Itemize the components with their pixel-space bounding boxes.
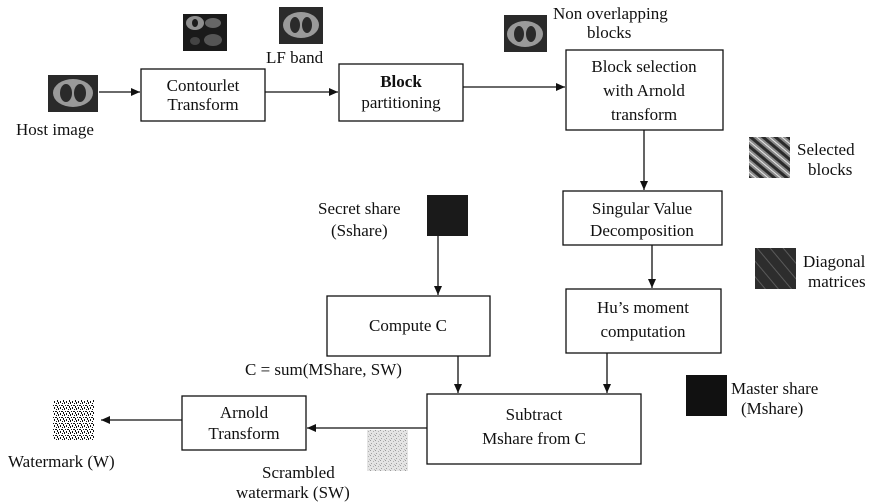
hu-moment-box: Hu’s moment computation: [565, 288, 722, 354]
contourlet-transform-box: Contourlet Transform: [140, 68, 266, 122]
block-selection-box: Block selection with Arnold transform: [565, 49, 724, 131]
contourlet-subbands-thumbnail: [183, 14, 227, 51]
arnold-label-2: Transform: [208, 424, 279, 443]
non-overlapping-label-1: Non overlapping: [553, 4, 668, 23]
hu-moment-label-1: Hu’s moment: [597, 298, 689, 317]
scrambled-watermark-label-2: watermark (SW): [236, 483, 350, 502]
non-overlapping-label-2: blocks: [587, 23, 631, 42]
selected-blocks-label-2: blocks: [808, 160, 852, 179]
diagonal-matrices-label-1: Diagonal: [803, 252, 866, 271]
host-image-thumbnail: [48, 75, 98, 112]
block-selection-label-2: with Arnold: [603, 81, 685, 100]
subtract-box: Subtract Mshare from C: [426, 393, 642, 465]
selected-blocks-thumbnail: [749, 137, 790, 178]
hu-moment-label-2: computation: [601, 322, 686, 341]
master-share-label-1: Master share: [731, 379, 818, 398]
master-share-thumbnail: [686, 375, 727, 416]
scrambled-watermark-label-1: Scrambled: [262, 463, 335, 482]
master-share-label-2: (Mshare): [741, 399, 803, 418]
svd-label-1: Singular Value: [592, 199, 692, 218]
subtract-label-2: Mshare from C: [482, 429, 586, 448]
svd-label-2: Decomposition: [590, 221, 694, 240]
compute-c-label: Compute C: [369, 316, 447, 335]
svd-box: Singular Value Decomposition: [562, 190, 723, 246]
block-partitioning-label-2: partitioning: [361, 93, 441, 112]
arnold-label-1: Arnold: [220, 403, 269, 422]
secret-share-label-1: Secret share: [318, 199, 401, 218]
lf-band-thumbnail: [279, 7, 323, 44]
compute-c-box: Compute C: [326, 295, 491, 357]
diagonal-matrices-label-2: matrices: [808, 272, 866, 291]
block-partitioning-box: Block partitioning: [338, 63, 464, 122]
secret-share-label-2: (Sshare): [331, 221, 388, 240]
scrambled-watermark-thumbnail: [367, 430, 408, 471]
contourlet-label-1: Contourlet: [167, 76, 240, 95]
host-image-label: Host image: [16, 120, 94, 139]
arnold-transform-box: Arnold Transform: [181, 395, 307, 451]
watermark-thumbnail: [53, 400, 94, 441]
watermark-label: Watermark (W): [8, 452, 115, 471]
lf-band-label: LF band: [266, 48, 324, 67]
selected-blocks-label-1: Selected: [797, 140, 855, 159]
block-selection-label-1: Block selection: [591, 57, 697, 76]
block-partitioning-label-1: Block: [380, 72, 422, 91]
diagonal-matrices-thumbnail: [755, 248, 796, 289]
c-formula-label: C = sum(MShare, SW): [245, 360, 402, 379]
secret-share-thumbnail: [427, 195, 468, 236]
subtract-label-1: Subtract: [506, 405, 563, 424]
block-selection-label-3: transform: [611, 105, 677, 124]
contourlet-label-2: Transform: [167, 95, 238, 114]
non-overlapping-blocks-thumbnail: [504, 15, 547, 52]
